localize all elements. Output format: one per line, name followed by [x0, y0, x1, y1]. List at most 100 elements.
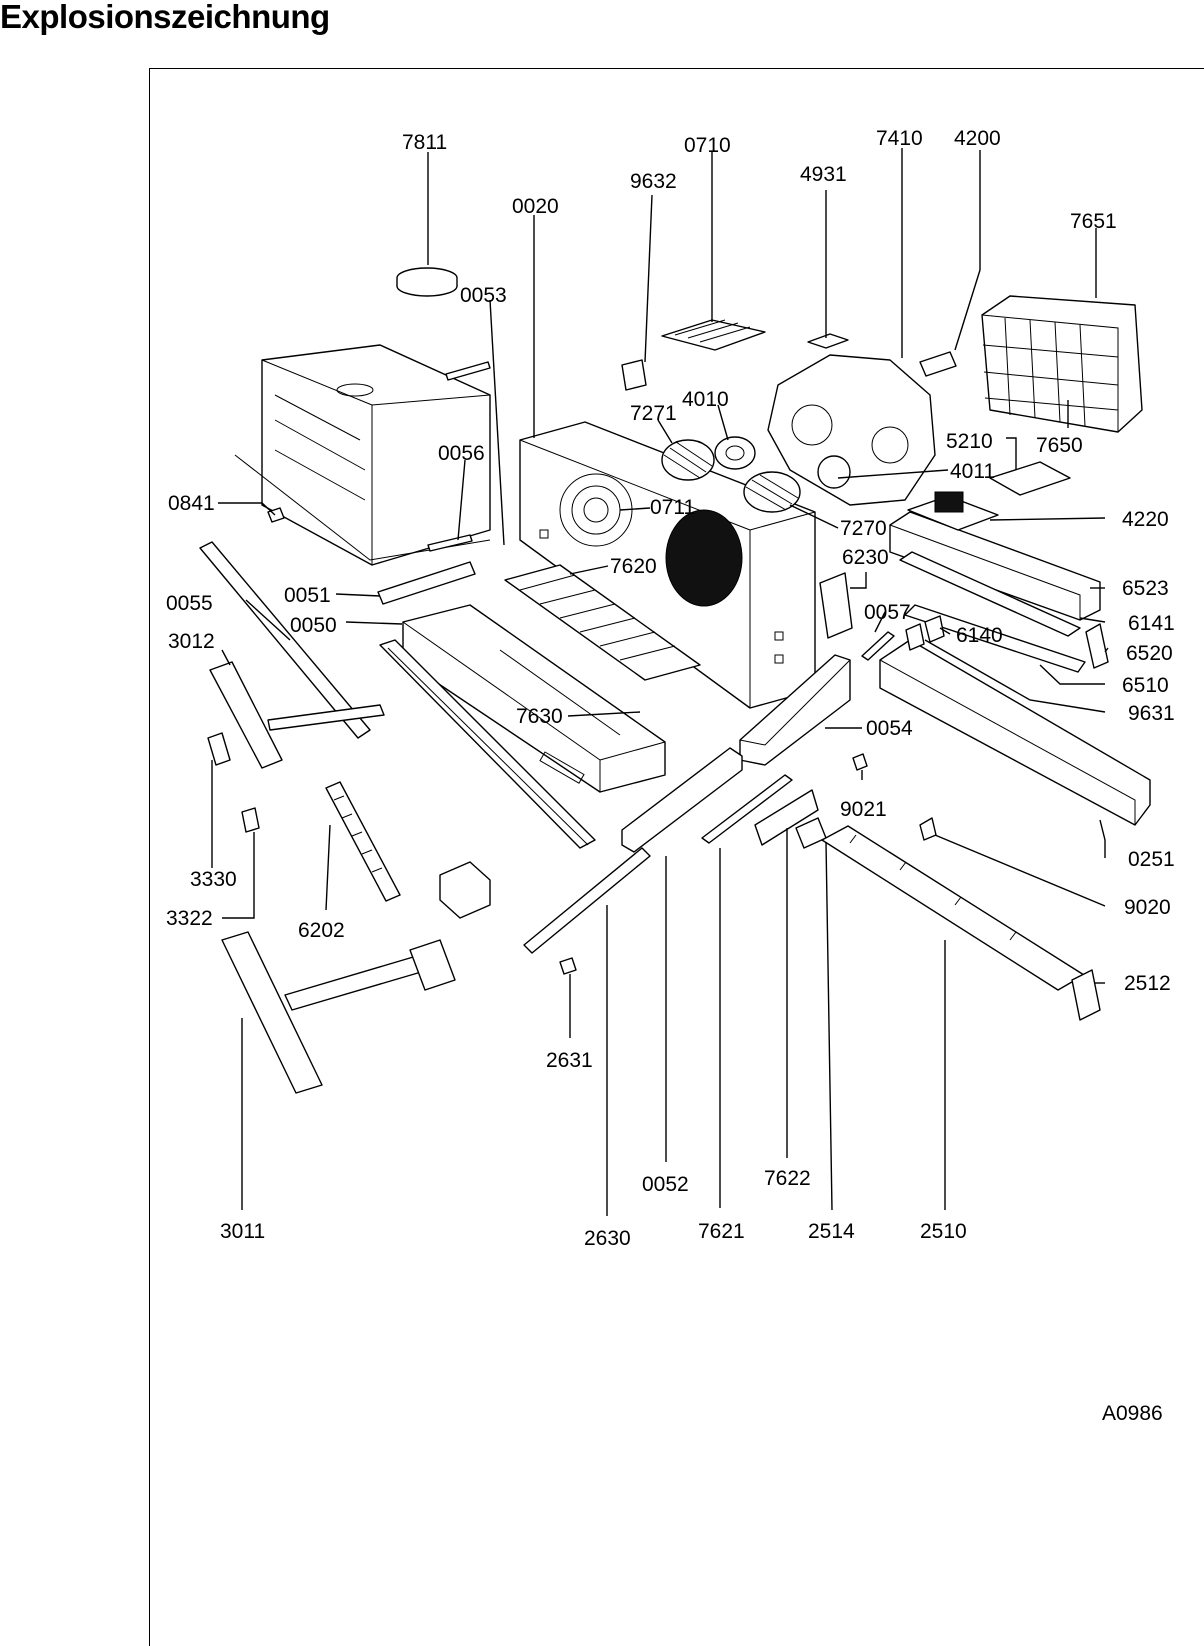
leader-lines — [211, 148, 1109, 1216]
part-label-7620: 7620 — [610, 555, 657, 578]
part-shape-6230 — [819, 572, 853, 639]
part-shape-3011 — [221, 931, 456, 1094]
part-shape-3322 — [241, 807, 260, 833]
part-label-7621: 7621 — [698, 1220, 745, 1243]
part-label-3322: 3322 — [166, 907, 213, 930]
part-label-6140: 6140 — [956, 624, 1003, 647]
part-shape-0051 — [377, 561, 476, 605]
drawing-code: A0986 — [1102, 1402, 1163, 1425]
part-shape-4010 — [714, 436, 756, 470]
part-label-7410: 7410 — [876, 127, 923, 150]
part-shape-6140 — [924, 615, 945, 643]
part-label-3012: 3012 — [168, 630, 215, 653]
part-label-0020: 0020 — [512, 195, 559, 218]
part-shape-0053 — [445, 361, 491, 381]
page-title: Explosionszeichnung — [0, 0, 330, 35]
part-shape-7650-7651 — [981, 295, 1143, 433]
part-label-6202: 6202 — [298, 919, 345, 942]
part-shape-7622 — [754, 789, 819, 846]
part-label-4220: 4220 — [1122, 508, 1169, 531]
part-shape-3012 — [209, 661, 385, 769]
part-label-3330: 3330 — [190, 868, 237, 891]
part-label-0841: 0841 — [168, 492, 215, 515]
part-shape-9021 — [852, 753, 868, 771]
diagram-frame — [149, 68, 1204, 1646]
part-label-7651: 7651 — [1070, 210, 1117, 233]
part-label-2510: 2510 — [920, 1220, 967, 1243]
part-shape-2514 — [795, 817, 827, 849]
part-label-6523: 6523 — [1122, 577, 1169, 600]
part-shape-2631 — [559, 957, 577, 975]
part-shape-0056 — [427, 534, 473, 552]
part-label-7650: 7650 — [1036, 434, 1083, 457]
part-shape-0050 — [402, 604, 666, 793]
part-label-6230: 6230 — [842, 546, 889, 569]
part-label-5210: 5210 — [946, 430, 993, 453]
part-shape-9632 — [621, 359, 647, 391]
part-label-0051: 0051 — [284, 584, 331, 607]
part-shape-0710 — [661, 319, 766, 351]
part-label-9631: 9631 — [1128, 702, 1175, 725]
part-shape-2630 — [523, 847, 651, 954]
part-shape-6202 — [325, 781, 401, 902]
part-shape-0251 — [879, 639, 1151, 826]
part-label-6141: 6141 — [1128, 612, 1175, 635]
part-shape-2512 — [1071, 969, 1101, 1021]
part-shape-7620 — [504, 564, 701, 681]
part-label-7270: 7270 — [840, 517, 887, 540]
part-shape-0057 — [861, 631, 895, 661]
part-shape-0055 — [199, 541, 371, 739]
part-label-4200: 4200 — [954, 127, 1001, 150]
part-label-0053: 0053 — [460, 284, 507, 307]
part-shape-7410 — [767, 354, 936, 506]
part-label-0710: 0710 — [684, 134, 731, 157]
part-label-0711: 0711 — [650, 496, 695, 519]
part-label-2630: 2630 — [584, 1227, 631, 1250]
part-shape-6520 — [1085, 623, 1109, 669]
part-shape-4931 — [807, 333, 849, 349]
part-label-0055: 0055 — [166, 592, 213, 615]
part-label-0050: 0050 — [290, 614, 337, 637]
part-label-0056: 0056 — [438, 442, 485, 465]
part-shape-0052 — [621, 747, 743, 853]
part-label-2514: 2514 — [808, 1220, 855, 1243]
part-shape-6510 — [904, 604, 1086, 673]
part-shape-3330 — [207, 732, 231, 766]
part-label-7811: 7811 — [402, 131, 447, 154]
part-label-0054: 0054 — [866, 717, 913, 740]
part-label-0057: 0057 — [864, 601, 911, 624]
part-label-3011: 3011 — [220, 1220, 265, 1243]
part-shape-bracket — [439, 861, 491, 919]
part-shape-4200 — [919, 351, 957, 377]
part-label-4931: 4931 — [800, 163, 847, 186]
part-shape-0020-panel — [519, 421, 816, 709]
part-shape-6141-6523 — [889, 511, 1101, 637]
part-label-6510: 6510 — [1122, 674, 1169, 697]
part-shape-7630 — [379, 639, 596, 849]
part-label-7630: 7630 — [516, 705, 563, 728]
part-label-0052: 0052 — [642, 1173, 689, 1196]
part-label-6520: 6520 — [1126, 642, 1173, 665]
part-label-9632: 9632 — [630, 170, 677, 193]
part-label-7271: 7271 — [630, 402, 677, 425]
part-shape-7811 — [396, 267, 458, 297]
part-shape-5210 — [989, 461, 1071, 496]
part-shape-7270 — [743, 471, 801, 513]
part-label-0251: 0251 — [1128, 848, 1175, 871]
part-label-9020: 9020 — [1124, 896, 1171, 919]
part-shape-9631 — [905, 623, 925, 651]
parts-layer — [199, 267, 1151, 1094]
part-label-9021: 9021 — [840, 798, 887, 821]
part-label-4011: 4011 — [950, 460, 995, 483]
part-shape-4220 — [907, 491, 999, 531]
part-shape-7621 — [701, 774, 793, 844]
part-shape-7271 — [661, 439, 715, 481]
part-label-7622: 7622 — [764, 1167, 811, 1190]
part-number-labels: 7811 0053 0020 9632 0710 4931 7410 4200 … — [166, 127, 1175, 1425]
part-label-2512: 2512 — [1124, 972, 1171, 995]
part-label-2631: 2631 — [546, 1049, 593, 1072]
part-shape-9020 — [919, 817, 937, 841]
part-shape-2510 — [821, 825, 1085, 991]
part-label-4010: 4010 — [682, 388, 729, 411]
